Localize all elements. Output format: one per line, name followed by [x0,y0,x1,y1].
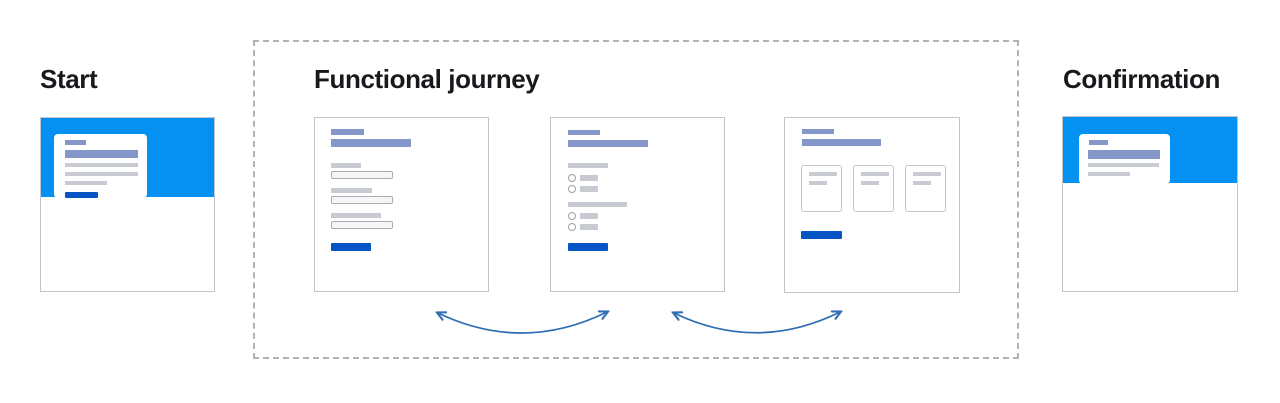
swap-arrow-right-icon [674,312,840,334]
text-line-placeholder [1088,163,1159,167]
radio-placeholder [568,185,576,193]
eyebrow-placeholder [65,140,86,145]
option-title-placeholder [913,172,941,176]
journey-step-cards-thumbnail [784,117,960,293]
journey-step-form-thumbnail [314,117,489,292]
swap-arrow-left-icon [438,312,607,334]
journey-step-options-thumbnail [550,117,725,292]
heading-placeholder [65,150,138,158]
input-field-placeholder [331,221,393,229]
option-title-placeholder [809,172,837,176]
input-field-placeholder [331,171,393,179]
heading-placeholder [1088,150,1160,159]
option-title-placeholder [861,172,889,176]
eyebrow-placeholder [1089,140,1108,145]
group-label-placeholder [568,163,608,168]
confirmation-title: Confirmation [1063,64,1220,94]
radio-label-placeholder [580,186,598,192]
radio-placeholder [568,212,576,220]
journey-title: Functional journey [314,64,540,94]
text-line-placeholder [65,181,107,185]
start-title: Start [40,64,98,94]
radio-label-placeholder [580,213,598,219]
option-card-placeholder [853,165,894,212]
hero-card [54,134,147,198]
confirmation-screen-thumbnail [1062,116,1238,292]
radio-placeholder [568,174,576,182]
journey-arrows [430,303,850,334]
start-screen-thumbnail [40,117,215,292]
cta-button-placeholder [65,192,98,198]
radio-label-placeholder [580,175,598,181]
text-line-placeholder [1088,172,1130,176]
hero-card [1079,134,1170,184]
text-line-placeholder [65,163,138,167]
heading-placeholder [802,139,881,146]
cta-button-placeholder [801,231,842,239]
heading-placeholder [568,140,648,147]
field-label-placeholder [331,188,372,193]
cta-button-placeholder [568,243,608,251]
eyebrow-placeholder [331,129,364,135]
option-text-placeholder [913,181,931,185]
radio-placeholder [568,223,576,231]
cta-button-placeholder [331,243,371,251]
option-card-placeholder [905,165,946,212]
group-label-placeholder [568,202,627,207]
heading-placeholder [331,139,411,147]
text-line-placeholder [65,172,138,176]
eyebrow-placeholder [568,130,600,135]
eyebrow-placeholder [802,129,834,134]
option-card-placeholder [801,165,842,212]
field-label-placeholder [331,213,381,218]
functional-journey-container: Functional journey [253,40,1019,359]
input-field-placeholder [331,196,393,204]
radio-label-placeholder [580,224,598,230]
field-label-placeholder [331,163,361,168]
option-text-placeholder [861,181,879,185]
option-text-placeholder [809,181,827,185]
